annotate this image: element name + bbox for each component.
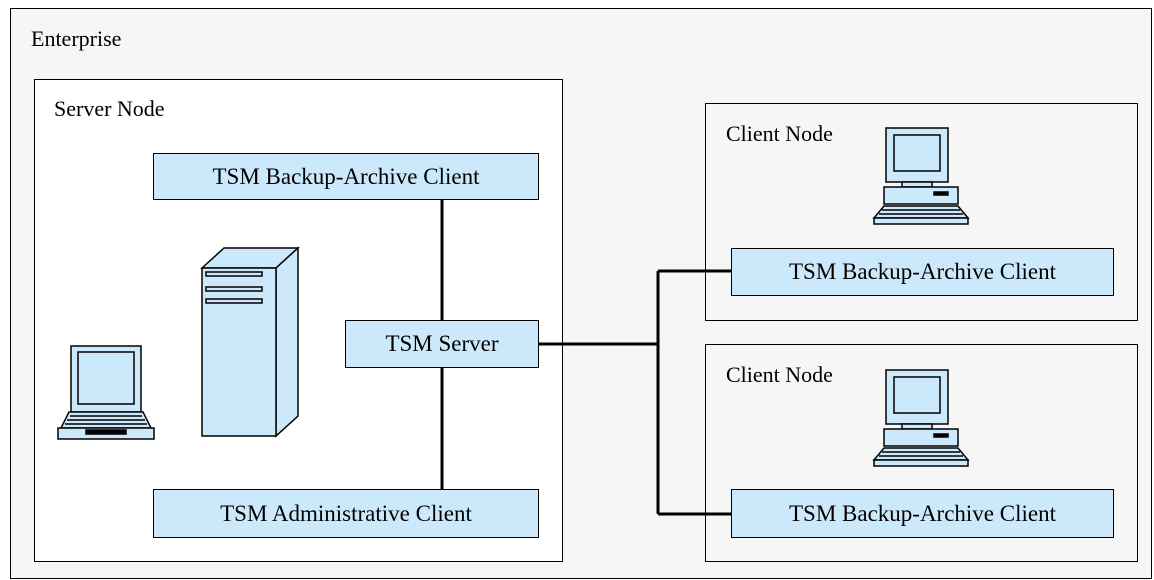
server-backup-archive-client: TSM Backup-Archive Client (153, 153, 539, 200)
enterprise-label: Enterprise (31, 26, 122, 51)
tsm-server: TSM Server (345, 320, 539, 368)
desktop-computer-icon (872, 369, 970, 467)
client-2-backup-archive-client: TSM Backup-Archive Client (731, 489, 1114, 538)
server-tower-icon (200, 246, 300, 438)
server-node-label: Server Node (54, 96, 165, 121)
laptop-icon (57, 345, 155, 440)
client-1-backup-archive-client: TSM Backup-Archive Client (731, 248, 1114, 296)
client-node-1-label: Client Node (726, 121, 833, 146)
desktop-computer-icon (872, 127, 970, 225)
tsm-administrative-client: TSM Administrative Client (153, 489, 539, 538)
client-node-2-label: Client Node (726, 362, 833, 387)
